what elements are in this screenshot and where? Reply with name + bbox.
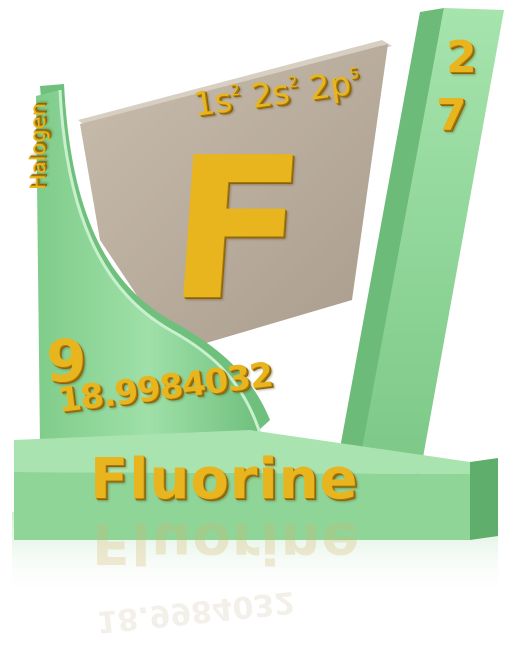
left-curved-panel [36, 90, 262, 444]
base-front [14, 472, 470, 540]
element-category: Halogen [26, 103, 50, 190]
atomic-number: 9 [46, 327, 87, 395]
base-side [470, 458, 498, 540]
right-pillar [358, 8, 504, 474]
element-name-reflection: Fluorine [92, 510, 361, 575]
element-symbol: F [162, 116, 312, 344]
base-top [14, 430, 470, 474]
left-panel-highlight [58, 89, 264, 441]
left-curved-panel-back [40, 84, 270, 440]
shell-1-electrons: 2 [446, 32, 477, 83]
shell-2-electrons: 7 [436, 90, 467, 141]
gray-card [80, 44, 388, 346]
right-pillar-side [336, 8, 444, 470]
element-name: Fluorine [90, 447, 359, 512]
